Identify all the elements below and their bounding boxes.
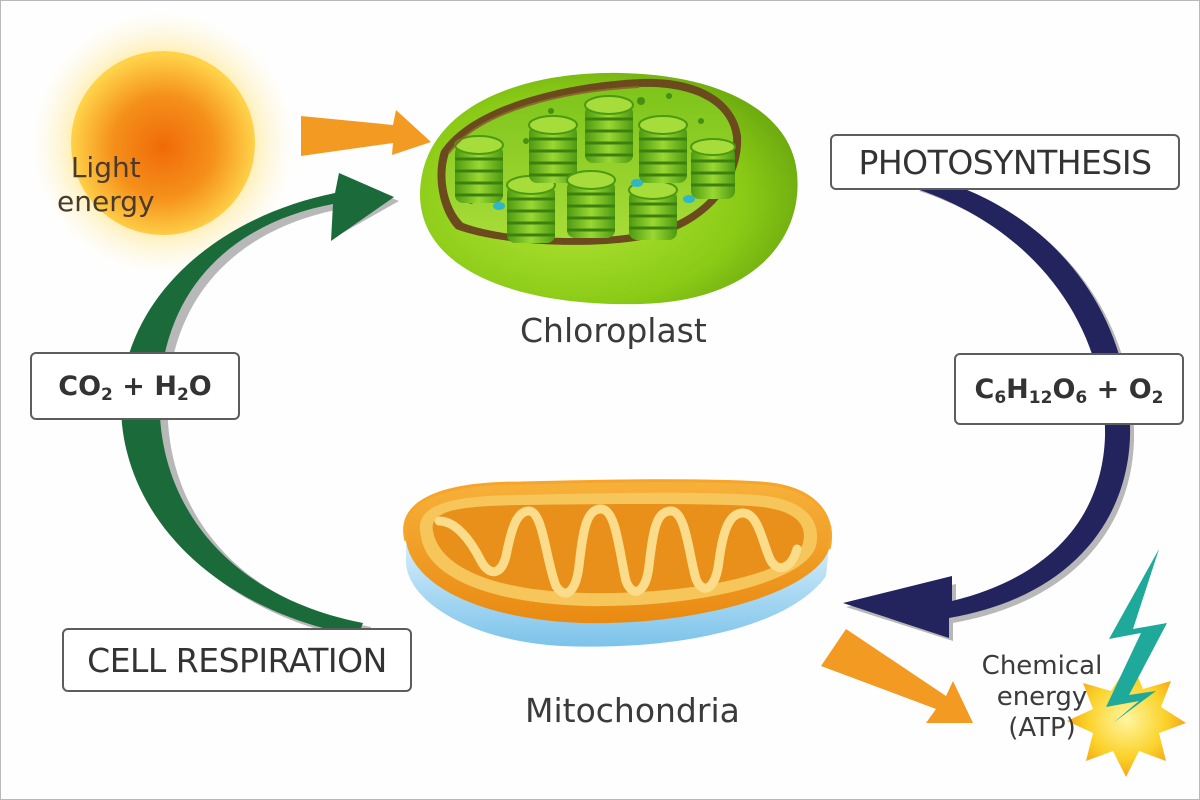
mitochondria-icon	[403, 479, 833, 647]
cell-respiration-box: CELL RESPIRATION	[62, 628, 412, 692]
cristae	[434, 504, 802, 598]
thylakoid-stacks	[454, 95, 736, 243]
reactants-box: CO2 + H2O	[30, 352, 240, 420]
light-energy-label: Light energy	[57, 151, 155, 218]
respiration-cycle-arrow	[121, 173, 399, 641]
lightning-icon	[1106, 549, 1167, 723]
glucose-formula: C6H12O6	[974, 373, 1088, 408]
chemical-energy-label: Chemical energy (ATP)	[981, 651, 1103, 743]
chloroplast-label: Chloroplast	[520, 311, 707, 350]
sun-icon	[31, 11, 295, 275]
mitochondria-label: Mitochondria	[525, 691, 740, 730]
co2-formula: CO2	[58, 370, 113, 405]
o2-formula: O2	[1128, 373, 1164, 408]
photosynthesis-box: PHOTOSYNTHESIS	[830, 134, 1180, 190]
chloroplast-icon	[420, 72, 798, 305]
starburst-icon	[1067, 661, 1186, 777]
atp-output-arrow	[821, 629, 973, 723]
h2o-formula: H2O	[154, 370, 212, 405]
light-energy-arrow	[301, 110, 431, 156]
products-box: C6H12O6 + O2	[954, 353, 1184, 425]
